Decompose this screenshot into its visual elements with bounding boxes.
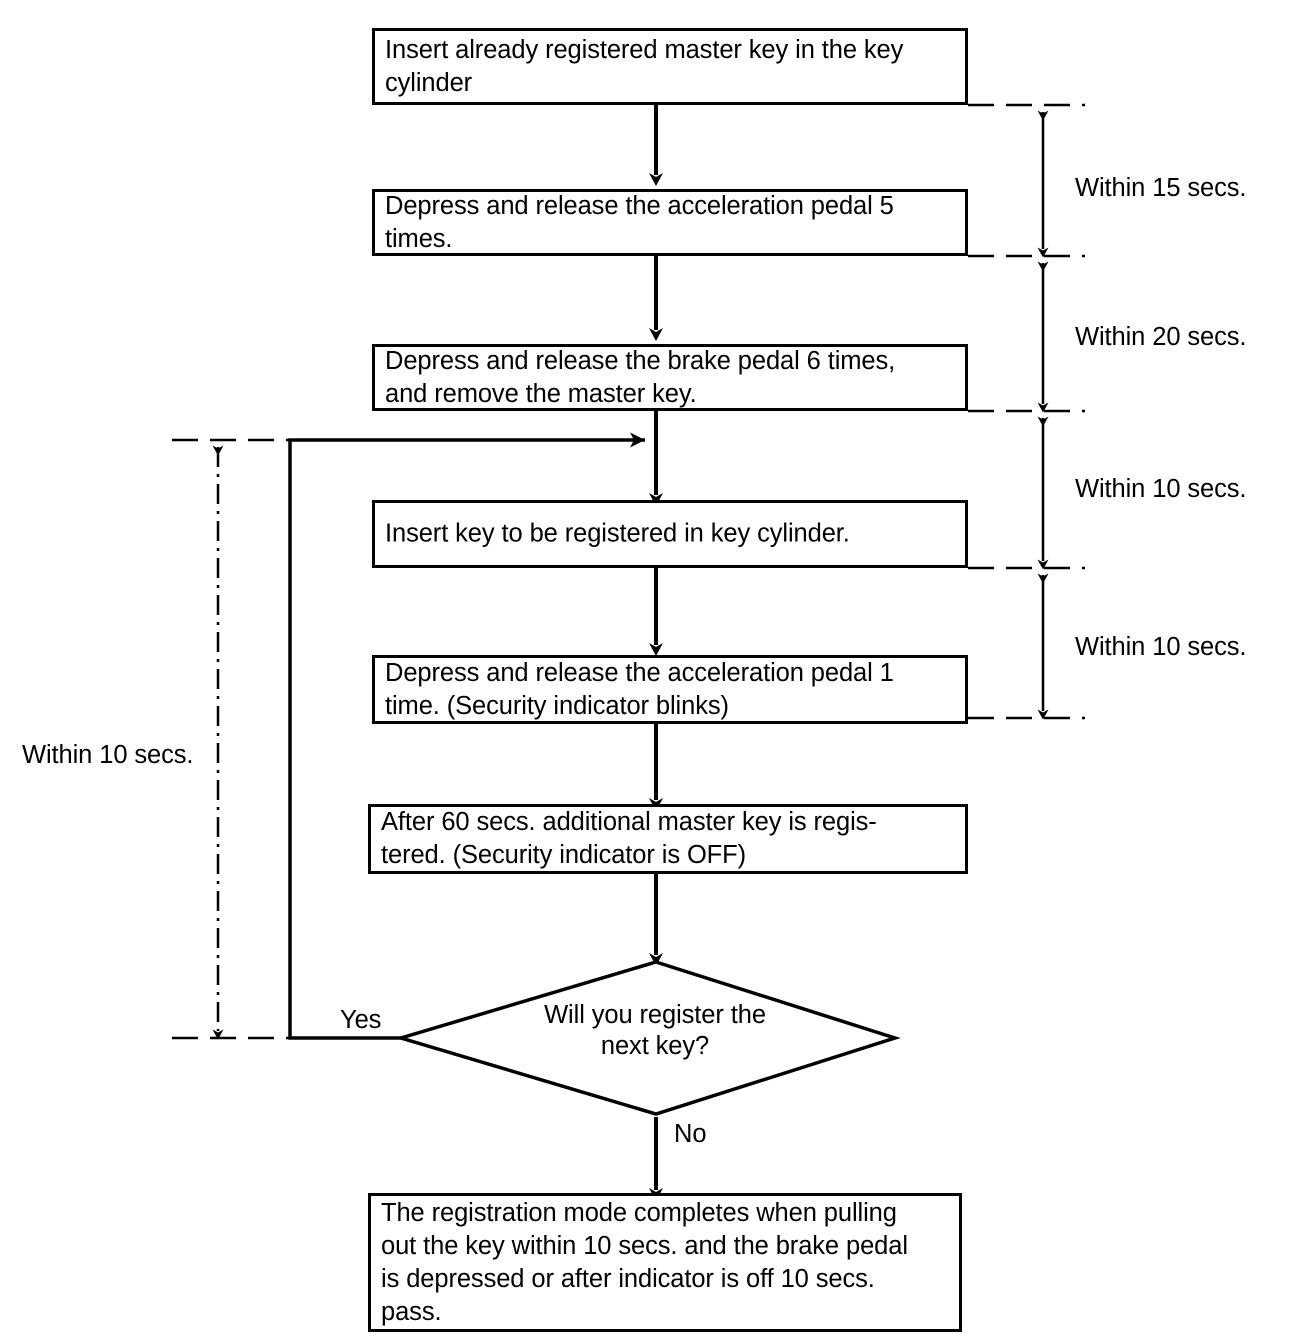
process-box-step5: Depress and release the acceleration ped… (372, 655, 968, 724)
dimension-label-within-10-secs-b: Within 10 secs. (1075, 633, 1247, 661)
process-box-step1: Insert already registered master key in … (372, 28, 968, 105)
edge-label-yes: Yes (340, 1006, 382, 1034)
process-box-step7: The registration mode completes when pul… (368, 1193, 962, 1332)
dimension-label-within-10-secs-c: Within 10 secs. (22, 741, 194, 769)
edge-label-no: No (674, 1120, 707, 1148)
process-text: After 60 secs. additional master key is … (381, 808, 877, 869)
dimension-label-within-20-secs: Within 20 secs. (1075, 323, 1247, 351)
dimension-label-within-10-secs-a: Within 10 secs. (1075, 475, 1247, 503)
process-text: Insert key to be registered in key cylin… (385, 519, 850, 548)
process-text: The registration mode completes when pul… (381, 1198, 908, 1326)
process-text: Insert already registered master key in … (385, 35, 904, 97)
process-text: Depress and release the brake pedal 6 ti… (385, 346, 896, 408)
dimension-label-within-15-secs: Within 15 secs. (1075, 174, 1247, 202)
process-box-step3: Depress and release the brake pedal 6 ti… (372, 344, 968, 411)
process-text: Depress and release the acceleration ped… (385, 191, 894, 253)
decision-text: Will you register the next key? (544, 1001, 766, 1060)
process-box-step6: After 60 secs. additional master key is … (368, 804, 968, 874)
process-box-step2: Depress and release the acceleration ped… (372, 189, 968, 256)
process-box-step4: Insert key to be registered in key cylin… (372, 500, 968, 568)
process-text: Depress and release the acceleration ped… (385, 658, 894, 720)
